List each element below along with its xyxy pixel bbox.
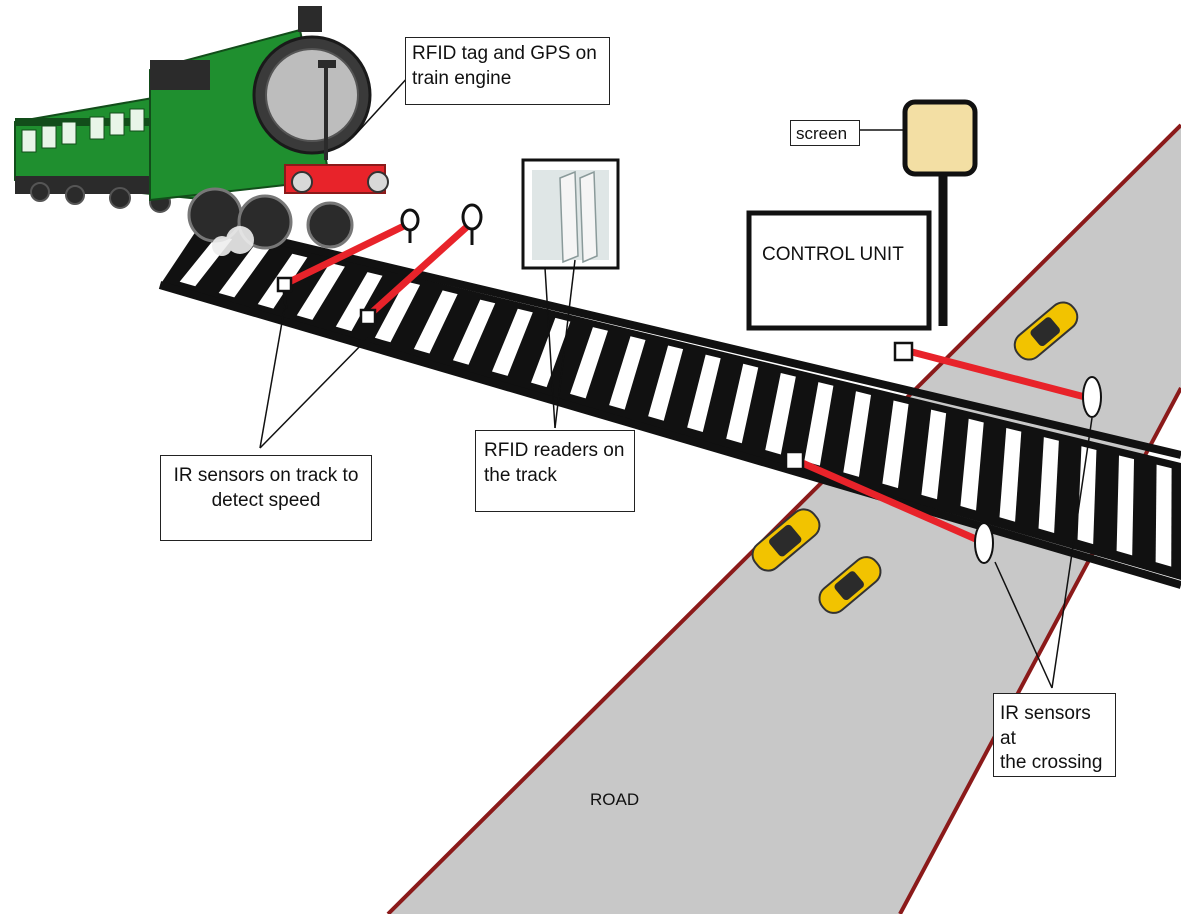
sleeper-gap (218, 244, 270, 298)
label-rfid-readers: RFID readers on the track (475, 430, 635, 512)
sleeper-gap (1155, 464, 1172, 567)
label-screen: screen (790, 120, 860, 146)
steam-train (14, 6, 389, 256)
sleeper-gap (687, 354, 721, 433)
sleeper-gap (765, 372, 796, 455)
sleeper-gap (999, 427, 1022, 522)
leader-lines (259, 74, 1093, 689)
sleeper-gap (609, 336, 646, 410)
ir-crossing-beams (784, 341, 1102, 564)
display-screen (902, 99, 978, 326)
rfid-reader-picture (521, 158, 620, 270)
sleeper-gap (882, 400, 909, 489)
sleeper-gap (374, 281, 421, 343)
sleeper-gap (804, 382, 834, 466)
track-sleeper-gaps (179, 235, 1172, 567)
sleeper-gap (491, 308, 533, 376)
label-ir-track: IR sensors on track to detect speed (160, 455, 372, 541)
sleeper-gap (296, 262, 345, 320)
sleeper-gap (335, 272, 383, 332)
label-road: ROAD (590, 790, 640, 809)
cars (751, 301, 1079, 614)
sleeper-gap (1038, 437, 1059, 533)
label-control-unit: CONTROL UNIT (762, 244, 904, 265)
sleeper-gap (648, 345, 684, 421)
sleeper-gap (570, 327, 608, 399)
sleeper-gap (960, 418, 984, 511)
ir-track-beams (276, 203, 483, 344)
sleeper-gap (452, 299, 496, 365)
sleeper-gap (921, 409, 947, 500)
sleeper-gap (843, 391, 871, 477)
railway-track (158, 221, 1181, 589)
sleeper-gap (413, 290, 458, 354)
sleeper-gap (726, 363, 759, 444)
sleeper-gap (1077, 446, 1097, 545)
label-ir-crossing: IR sensors at the crossing (993, 693, 1116, 777)
control-unit-box (746, 210, 932, 331)
label-rfid-gps: RFID tag and GPS on train engine (405, 37, 610, 105)
sleeper-gap (1116, 455, 1135, 556)
